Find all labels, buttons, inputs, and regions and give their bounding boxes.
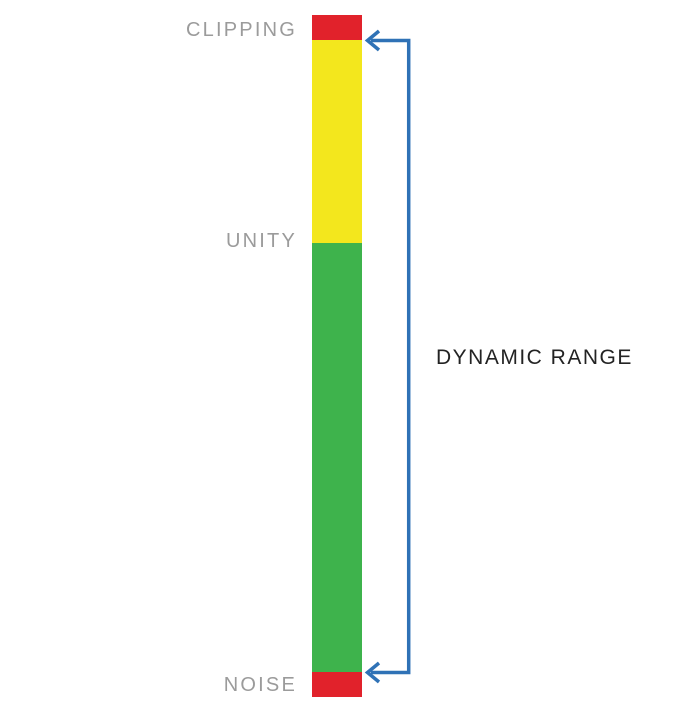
meter-segment-clipping-zone: [312, 15, 362, 40]
arrowhead-top-left-icon: [364, 29, 381, 52]
arrowhead-bottom-left-icon: [364, 661, 381, 684]
unity-label: UNITY: [226, 230, 297, 252]
meter-segment-signal-zone: [312, 243, 362, 672]
dynamic-range-label: DYNAMIC RANGE: [436, 346, 633, 369]
bracket-line: [371, 38, 411, 675]
level-meter: [312, 15, 362, 697]
meter-segment-noise-zone: [312, 672, 362, 697]
clipping-label: CLIPPING: [186, 19, 297, 41]
meter-segment-headroom-zone: [312, 40, 362, 243]
noise-label: NOISE: [223, 674, 297, 696]
